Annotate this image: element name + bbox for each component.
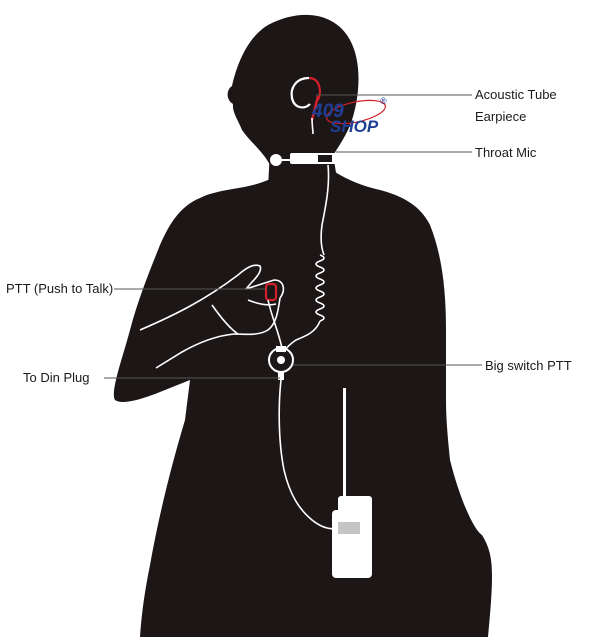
shop-logo: 409 SHOP ® xyxy=(311,96,387,136)
raised-hand xyxy=(160,260,287,370)
label-ptt: PTT (Push to Talk) xyxy=(6,281,113,296)
logo-swoosh xyxy=(325,99,387,125)
label-big-switch-ptt: Big switch PTT xyxy=(485,358,572,373)
radio xyxy=(332,388,372,578)
acoustic-tube-earpiece xyxy=(290,76,321,135)
label-acoustic-tube: Acoustic Tube xyxy=(475,87,557,102)
leader-lines xyxy=(104,94,482,379)
hand-outline xyxy=(139,264,285,369)
logo-number: 409 xyxy=(311,101,344,122)
logo-word: SHOP xyxy=(330,117,379,136)
label-din-plug: To Din Plug xyxy=(23,370,89,385)
wires xyxy=(267,299,339,530)
ptt-red-button xyxy=(264,282,278,302)
big-switch-ptt xyxy=(268,346,294,380)
labels: Acoustic Tube Earpiece Throat Mic PTT (P… xyxy=(6,87,572,385)
label-throat-mic: Throat Mic xyxy=(475,145,537,160)
throat-mic xyxy=(270,153,336,166)
label-earpiece: Earpiece xyxy=(475,109,526,124)
logo-registered: ® xyxy=(380,96,387,106)
person-silhouette xyxy=(113,14,492,637)
right-hand xyxy=(419,535,459,622)
